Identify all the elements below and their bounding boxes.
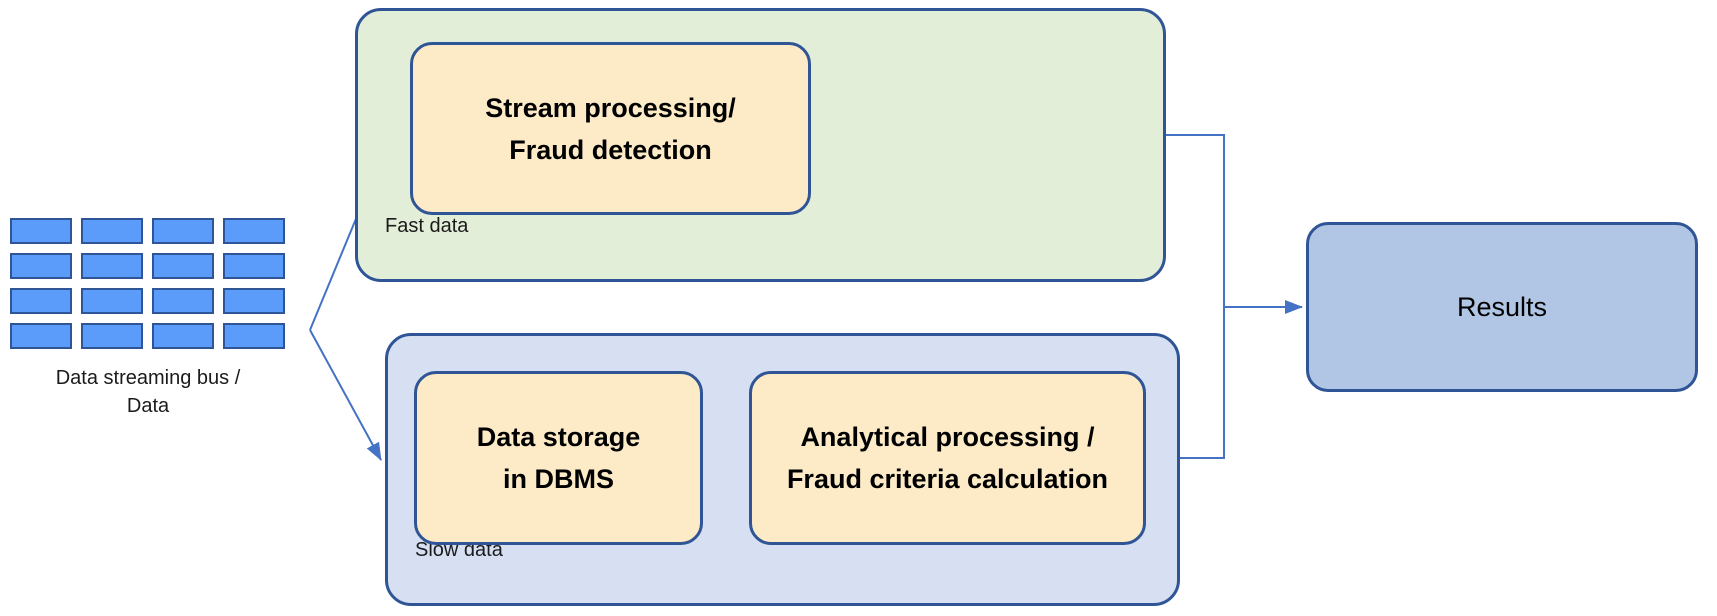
bus-block bbox=[81, 253, 143, 279]
analytical-processing-box[interactable]: Analytical processing / Fraud criteria c… bbox=[749, 371, 1146, 545]
bus-block bbox=[152, 288, 214, 314]
fast-data-lane-label: Fast data bbox=[385, 215, 469, 237]
bus-block bbox=[223, 288, 285, 314]
bus-block bbox=[152, 253, 214, 279]
data-streaming-bus bbox=[10, 218, 286, 350]
bus-block bbox=[152, 323, 214, 349]
bus-block bbox=[10, 323, 72, 349]
bus-block bbox=[81, 323, 143, 349]
bus-block bbox=[81, 288, 143, 314]
bus-block bbox=[10, 218, 72, 244]
bus-block bbox=[223, 323, 285, 349]
bus-block bbox=[81, 218, 143, 244]
bus-block bbox=[223, 218, 285, 244]
bus-block bbox=[10, 288, 72, 314]
bus-block bbox=[152, 218, 214, 244]
data-storage-box[interactable]: Data storage in DBMS bbox=[414, 371, 703, 545]
bus-block bbox=[223, 253, 285, 279]
results-box[interactable]: Results bbox=[1306, 222, 1698, 392]
connector-bus-to-slow-lane bbox=[309, 329, 382, 461]
data-streaming-bus-label: Data streaming bus / Data bbox=[55, 367, 241, 417]
stream-processing-box[interactable]: Stream processing/ Fraud detection bbox=[410, 42, 811, 215]
bus-block bbox=[10, 253, 72, 279]
